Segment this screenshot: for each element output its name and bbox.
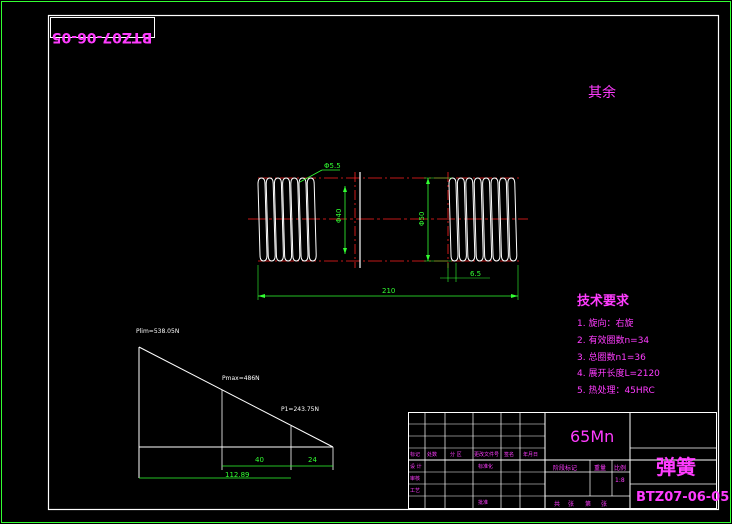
force-diagram: Plim=538.05N Pmax=486N P1=243.75N 40 24 … xyxy=(136,328,334,479)
tech-item-4: 4. 展开长度L=2120 xyxy=(577,367,660,379)
tech-item-3: 3. 总圈数n1=36 xyxy=(577,351,646,363)
force-1-label: P1=243.75N xyxy=(281,406,319,413)
mirrored-drawing-number: BTZ07-06-05 xyxy=(52,29,152,45)
pitch-label: 6.5 xyxy=(470,270,481,278)
tb-header-4: 更改文件号 xyxy=(474,451,499,458)
force-max-label: Pmax=486N xyxy=(222,375,260,382)
tb-scale-label: 比例 xyxy=(614,464,626,472)
spring-coil xyxy=(465,177,476,262)
free-length-label: 210 xyxy=(382,287,395,295)
tb-row-check: 审核 xyxy=(410,475,420,482)
tb-header-6: 年月日 xyxy=(523,451,538,458)
inner-diameter-label: Φ40 xyxy=(335,209,343,223)
tb-sheet-total: 共 xyxy=(554,500,560,508)
coils-left xyxy=(257,177,317,262)
tb-sheet-number: 第 xyxy=(585,500,591,508)
tb-sheet-unit-1: 张 xyxy=(568,500,574,508)
tb-header-5: 签名 xyxy=(504,451,514,458)
roughness-note: 其余 xyxy=(588,84,616,101)
tb-weight: 重量 xyxy=(594,464,606,472)
spring-dimensions: Φ5.5 Φ40 Φ50 6.5 210 xyxy=(257,162,519,300)
tb-stage-mark: 阶段标记 xyxy=(553,464,577,472)
force-dim-24: 24 xyxy=(308,456,317,464)
tb-material: 65Mn xyxy=(570,427,614,446)
spring-coil xyxy=(498,177,509,262)
tech-item-5: 5. 热处理：45HRC xyxy=(577,384,655,396)
spring-coil xyxy=(456,177,467,262)
spring-coil xyxy=(282,177,293,262)
force-lim-label: Plim=538.05N xyxy=(136,328,179,335)
force-dim-112: 112.89 xyxy=(225,471,250,479)
tb-row-design: 设 计 xyxy=(410,463,422,470)
spring-coil xyxy=(257,177,268,262)
tech-item-1: 1. 旋向：右旋 xyxy=(577,317,633,329)
spring-coil xyxy=(490,177,501,262)
tb-header-2: 处数 xyxy=(427,451,437,458)
tb-scale-value: 1:8 xyxy=(615,477,625,484)
spring-view xyxy=(248,172,528,268)
outer-diameter-label: Φ50 xyxy=(418,212,426,226)
tb-row-process: 工艺 xyxy=(410,488,420,494)
spring-coil xyxy=(290,177,301,262)
tb-drawing-number: BTZ07-06-05 xyxy=(636,490,729,505)
drawing-frame xyxy=(47,14,720,511)
spring-coil xyxy=(473,177,484,262)
spring-coil xyxy=(306,177,317,262)
tb-row-approve: 批准 xyxy=(478,499,488,506)
wire-diameter-label: Φ5.5 xyxy=(324,162,341,170)
title-block: 标记 处数 分 区 更改文件号 签名 年月日 设 计 标准化 审核 工艺 批准 … xyxy=(408,412,729,509)
spring-coil xyxy=(273,177,284,262)
tech-requirements: 技术要求 1. 旋向：右旋 2. 有效圈数n=34 3. 总圈数n1=36 4.… xyxy=(577,293,660,396)
tb-header-3: 分 区 xyxy=(450,451,462,458)
spring-coil xyxy=(298,177,309,262)
tech-requirements-title: 技术要求 xyxy=(577,293,630,309)
tb-part-name: 弹簧 xyxy=(656,455,696,479)
tech-item-2: 2. 有效圈数n=34 xyxy=(577,334,649,346)
spring-coil xyxy=(448,177,459,262)
tb-sheet-unit-2: 张 xyxy=(601,500,607,508)
spring-coil xyxy=(507,177,518,262)
force-dim-40: 40 xyxy=(255,456,264,464)
spring-coil xyxy=(265,177,276,262)
tb-row-standard: 标准化 xyxy=(478,463,493,470)
mirrored-drawing-number-box: BTZ07-06-05 xyxy=(50,17,155,45)
spring-coil xyxy=(482,177,493,262)
tb-header-1: 标记 xyxy=(410,451,420,458)
coils-right xyxy=(448,177,518,262)
